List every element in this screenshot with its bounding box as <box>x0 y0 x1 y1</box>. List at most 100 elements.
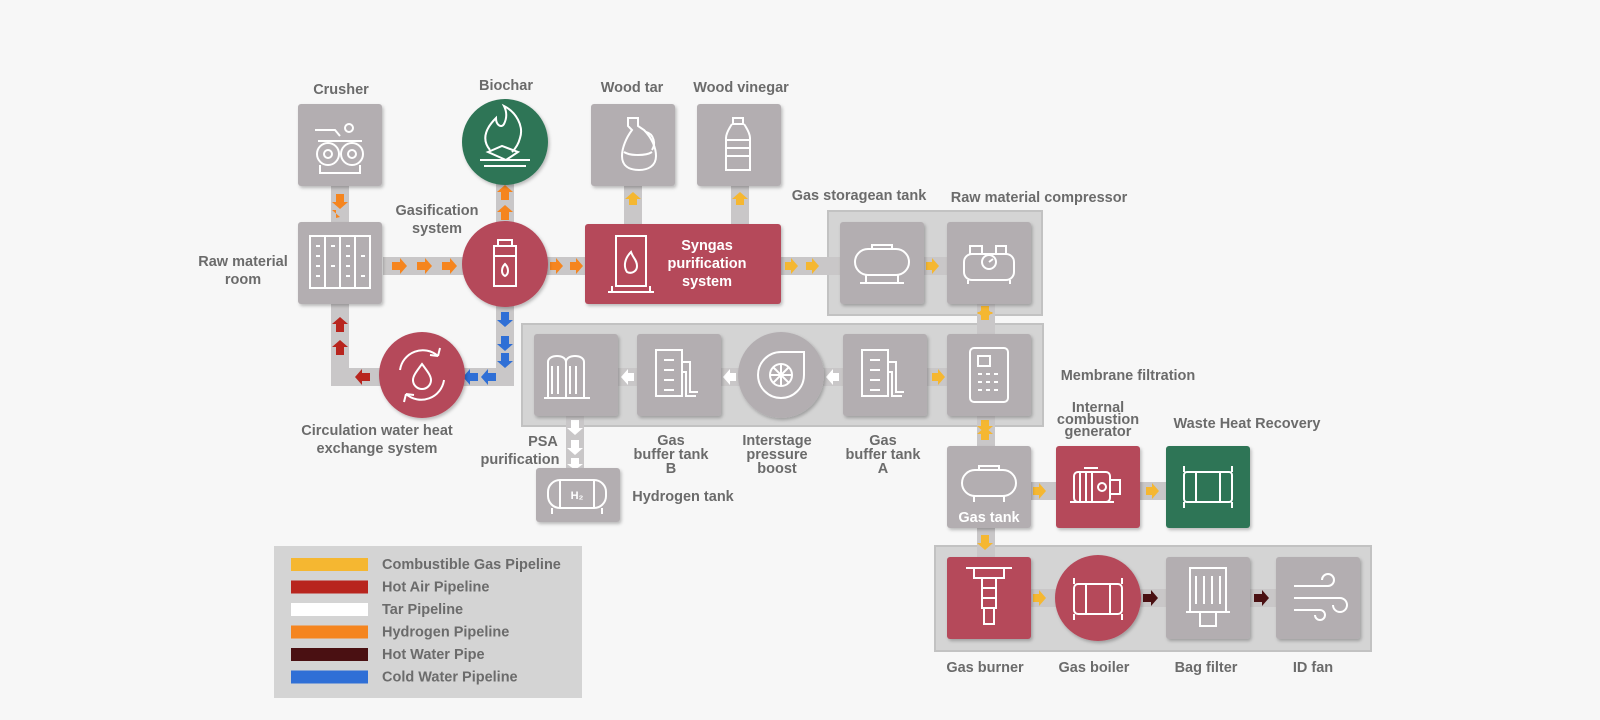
raw-material-compressor-label: Raw material compressor <box>951 190 1128 206</box>
gas-flow-arrows <box>625 192 1159 606</box>
wood-vinegar-label: Wood vinegar <box>693 80 789 96</box>
legend-label: Cold Water Pipeline <box>382 670 518 686</box>
psa-purification-node <box>534 334 618 416</box>
legend-swatch <box>291 603 368 616</box>
interstage-boost-node <box>738 332 824 418</box>
heater-flame-icon <box>608 235 654 293</box>
gasification-node <box>462 221 548 307</box>
generator-node <box>1056 446 1140 528</box>
filter-panel-icon <box>861 349 904 397</box>
tar-flow-arrows <box>567 369 839 470</box>
wood-tar-node <box>591 104 675 186</box>
gas-storage-tank-node <box>840 222 924 304</box>
node-labels: Crusher Biochar Wood tar Wood vinegar Ga… <box>198 78 1333 676</box>
buffer-b-label-line1: Gas <box>657 433 684 449</box>
h2-tank-icon <box>547 479 607 514</box>
membrane-filtration-node <box>947 334 1031 416</box>
burner-filter-icon <box>966 567 1012 625</box>
legend-label: Combustible Gas Pipeline <box>382 557 561 573</box>
fire-coal-icon <box>480 103 530 167</box>
legend-swatch <box>291 558 368 571</box>
ice-label-line1: Internal <box>1072 400 1124 416</box>
circulation-label-line1: Circulation water heat <box>301 423 453 439</box>
biochar-node <box>462 99 548 185</box>
filter-panel-icon <box>655 349 698 397</box>
raw-material-room-node <box>298 222 382 304</box>
buffer-a-label-line3: A <box>878 461 889 477</box>
storage-tank-icon <box>854 244 910 284</box>
waste-heat-label: Waste Heat Recovery <box>1174 416 1321 432</box>
ice-label-line3: generator <box>1065 424 1132 440</box>
id-fan-node <box>1276 557 1360 639</box>
crusher-node <box>298 104 382 186</box>
wood-vinegar-node <box>697 104 781 186</box>
buffer-tank-a-node <box>843 334 927 416</box>
buffer-a-label-line2: buffer tank <box>846 447 922 463</box>
legend-swatch <box>291 580 368 594</box>
ice-label-line2: combustion <box>1057 412 1139 428</box>
raw-room-label-line1: Raw material <box>198 254 287 270</box>
bag-filter-icon <box>1186 567 1230 627</box>
wind-icon <box>1294 573 1348 621</box>
wood-tar-label: Wood tar <box>601 80 664 96</box>
gas-burner-node <box>947 557 1031 639</box>
boiler-icon <box>1073 578 1123 620</box>
legend-label: Hot Water Pipe <box>382 647 485 663</box>
raw-room-label-line2: room <box>225 272 261 288</box>
oil-jug-icon <box>620 117 658 172</box>
legend-label: Hot Air Pipeline <box>382 580 489 596</box>
id-fan-label: ID fan <box>1293 660 1333 676</box>
recycle-drop-icon <box>399 347 445 403</box>
bag-filter-node <box>1166 557 1250 639</box>
hydrogen-tank-node: H₂ <box>536 468 620 522</box>
buffer-b-label-line3: B <box>666 461 676 477</box>
circulation-node <box>379 332 465 418</box>
psa-label-line1: PSA <box>528 434 558 450</box>
bottle-icon <box>725 117 751 171</box>
biochar-label: Biochar <box>479 78 533 94</box>
buffer-a-label-line1: Gas <box>869 433 896 449</box>
gas-storage-tank-label: Gas storagean tank <box>792 188 928 204</box>
bag-filter-label: Bag filter <box>1175 660 1238 676</box>
gasification-label-line1: Gasification <box>396 203 479 219</box>
legend-swatch <box>291 670 368 684</box>
legend-swatch <box>291 648 368 661</box>
gas-burner-label: Gas burner <box>946 660 1024 676</box>
hot-water-flow-arrows <box>1143 590 1269 606</box>
gas-tank-label: Gas tank <box>958 510 1020 526</box>
storage-tank-icon <box>961 465 1017 502</box>
hot-air-flow-arrows <box>332 317 370 385</box>
h2-symbol: H₂ <box>571 490 584 502</box>
hydrogen-tank-label: Hydrogen tank <box>632 489 734 505</box>
psa-label-line2: purification <box>481 452 560 468</box>
gas-boiler-node <box>1055 555 1141 641</box>
gas-tank-node: Gas tank <box>947 446 1031 528</box>
legend-label: Tar Pipeline <box>382 602 463 618</box>
interstage-label-line2: pressure <box>746 447 807 463</box>
hydrogen-flow-arrows <box>332 185 583 274</box>
gas-boiler-label: Gas boiler <box>1059 660 1130 676</box>
interstage-label-line1: Interstage <box>742 433 811 449</box>
syngas-purification-node: Syngas purification system <box>585 224 781 304</box>
gasification-label-line2: system <box>412 221 462 237</box>
syngas-label-line2: purification <box>668 256 747 272</box>
syngas-label-line1: Syngas <box>681 238 733 254</box>
warehouse-icon <box>309 235 371 289</box>
interstage-label-line3: boost <box>757 461 797 477</box>
legend-label: Hydrogen Pipeline <box>382 625 509 641</box>
buffer-b-label-line2: buffer tank <box>634 447 710 463</box>
legend-swatch <box>291 625 368 639</box>
compressor-node <box>947 222 1031 304</box>
control-panel-icon <box>969 347 1009 403</box>
compressor-icon <box>963 245 1015 284</box>
turbine-icon <box>757 351 805 399</box>
cold-water-flow-arrows <box>463 312 513 385</box>
motor-icon <box>1070 467 1121 503</box>
circulation-label-line2: exchange system <box>317 441 438 457</box>
syngas-label-line3: system <box>682 274 732 290</box>
silo-icon <box>544 355 590 399</box>
heat-exchanger-icon <box>1183 466 1233 508</box>
